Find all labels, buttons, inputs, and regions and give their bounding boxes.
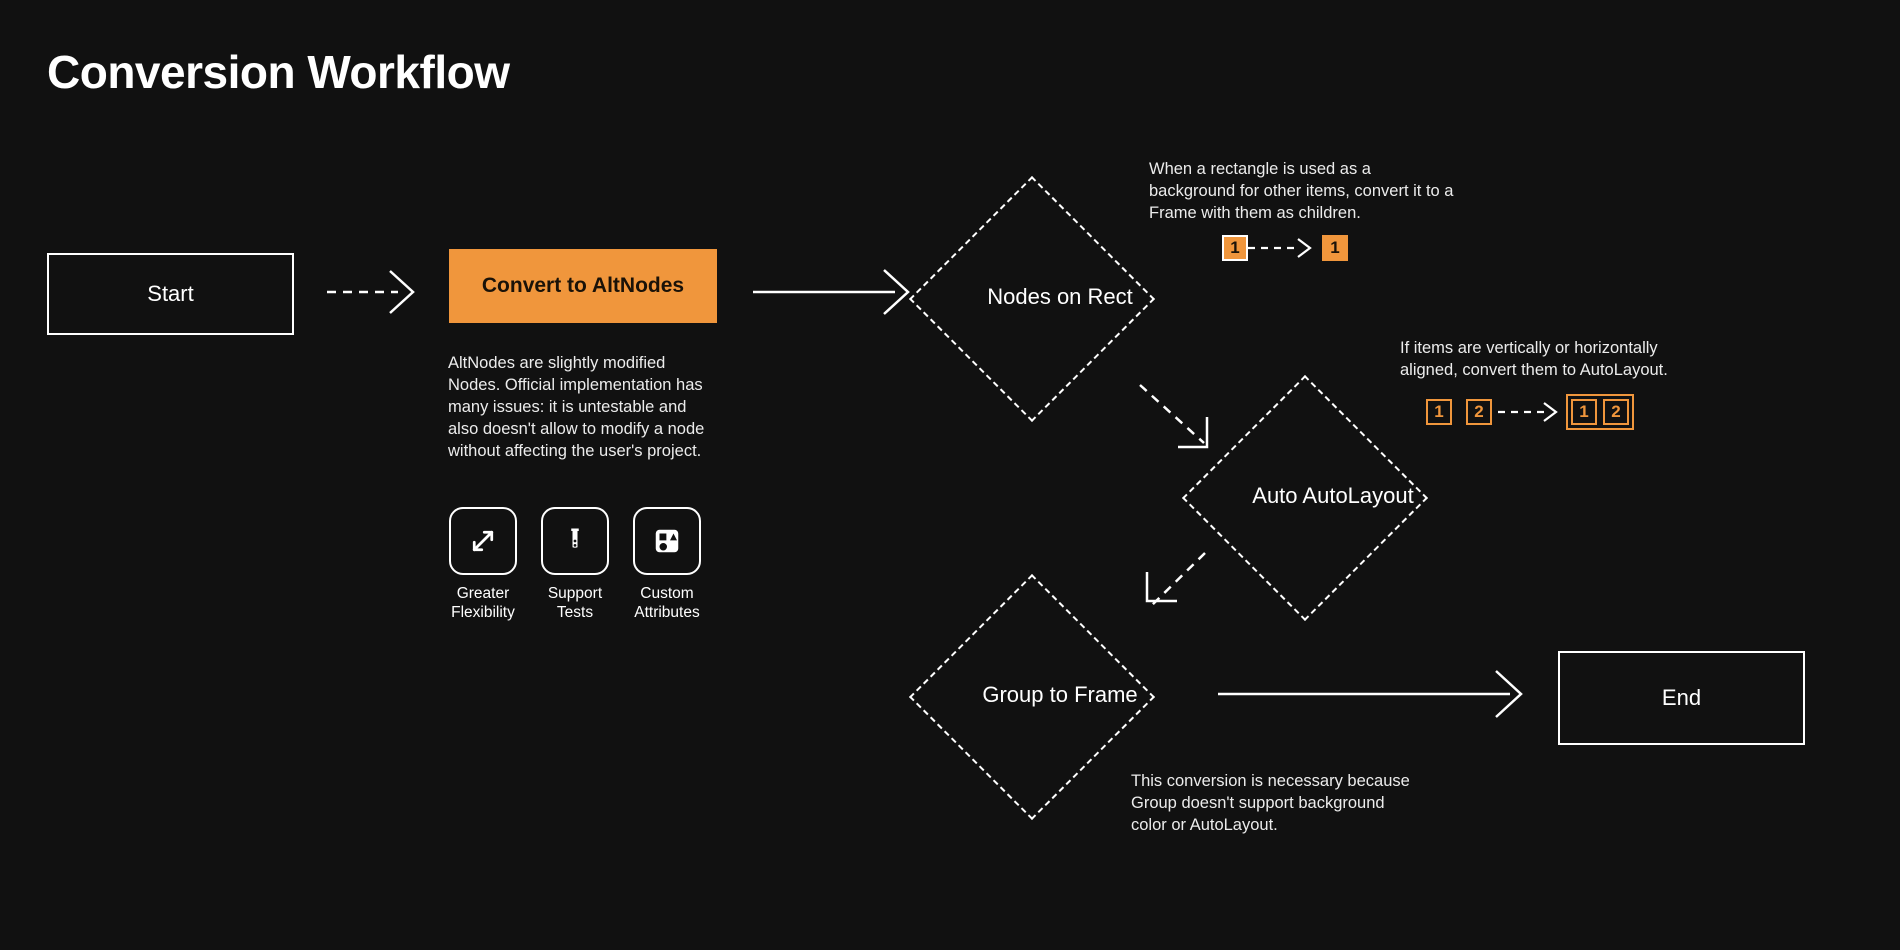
feature-list: Greater Flexibility Support Tests: [449, 507, 701, 622]
badge-after-1: 1: [1322, 235, 1348, 261]
annotation-nodes-on-rect: When a rectangle is used as a background…: [1149, 160, 1454, 222]
node-end-label: End: [1661, 685, 1702, 710]
badge-arrow-icon: [1248, 237, 1322, 259]
node-start-label: Start: [147, 281, 194, 306]
edge-start-to-convert: [327, 270, 415, 314]
edge-convert-to-nodesonrect: [753, 269, 910, 315]
node-end[interactable]: End: [1558, 651, 1805, 745]
annotation-auto-autolayout: If items are vertically or horizontally …: [1400, 339, 1668, 379]
badge-after-group: 1 2: [1566, 394, 1634, 430]
shapes-icon: [633, 507, 701, 575]
badge-group-autolayout-conversion: 1 2 1 2: [1426, 394, 1634, 430]
node-convert-to-altnodes[interactable]: Convert to AltNodes: [449, 249, 717, 323]
convert-description: AltNodes are slightly modified Nodes. Of…: [448, 354, 705, 460]
feature-label-line1: Greater: [456, 585, 510, 602]
test-tube-icon: [541, 507, 609, 575]
badge-before-2: 2: [1466, 399, 1492, 425]
feature-label-line1: Custom: [640, 585, 694, 602]
feature-support-tests[interactable]: Support Tests: [541, 507, 609, 622]
feature-label-line2: Flexibility: [451, 604, 515, 621]
feature-label-line1: Support: [547, 585, 603, 602]
annotation-group-to-frame: This conversion is necessary because Gro…: [1131, 772, 1410, 834]
badge-after-2: 2: [1603, 399, 1629, 425]
expand-arrows-icon: [449, 507, 517, 575]
feature-greater-flexibility[interactable]: Greater Flexibility: [449, 507, 517, 622]
node-auto-autolayout-label: Auto AutoLayout: [1252, 483, 1414, 508]
badge-arrow-icon: [1492, 401, 1566, 423]
edge-grouptoframe-to-end: [1218, 670, 1523, 718]
feature-custom-attributes[interactable]: Custom Attributes: [633, 507, 701, 622]
node-start[interactable]: Start: [47, 253, 294, 335]
node-group-to-frame-label: Group to Frame: [982, 682, 1138, 707]
page-title: Conversion Workflow: [47, 46, 510, 98]
node-convert-label: Convert to AltNodes: [481, 274, 685, 297]
badge-group-rect-conversion: 1 1: [1222, 235, 1348, 261]
badge-after-1: 1: [1571, 399, 1597, 425]
feature-label-line2: Tests: [556, 604, 594, 621]
feature-label-line2: Attributes: [634, 604, 700, 621]
badge-before-1: 1: [1426, 399, 1452, 425]
node-nodes-on-rect-label: Nodes on Rect: [987, 284, 1133, 309]
edge-autolayout-to-grouptoframe: [1145, 552, 1206, 608]
edge-nodesonrect-to-autolayout: [1139, 384, 1209, 449]
badge-before-1: 1: [1222, 235, 1248, 261]
